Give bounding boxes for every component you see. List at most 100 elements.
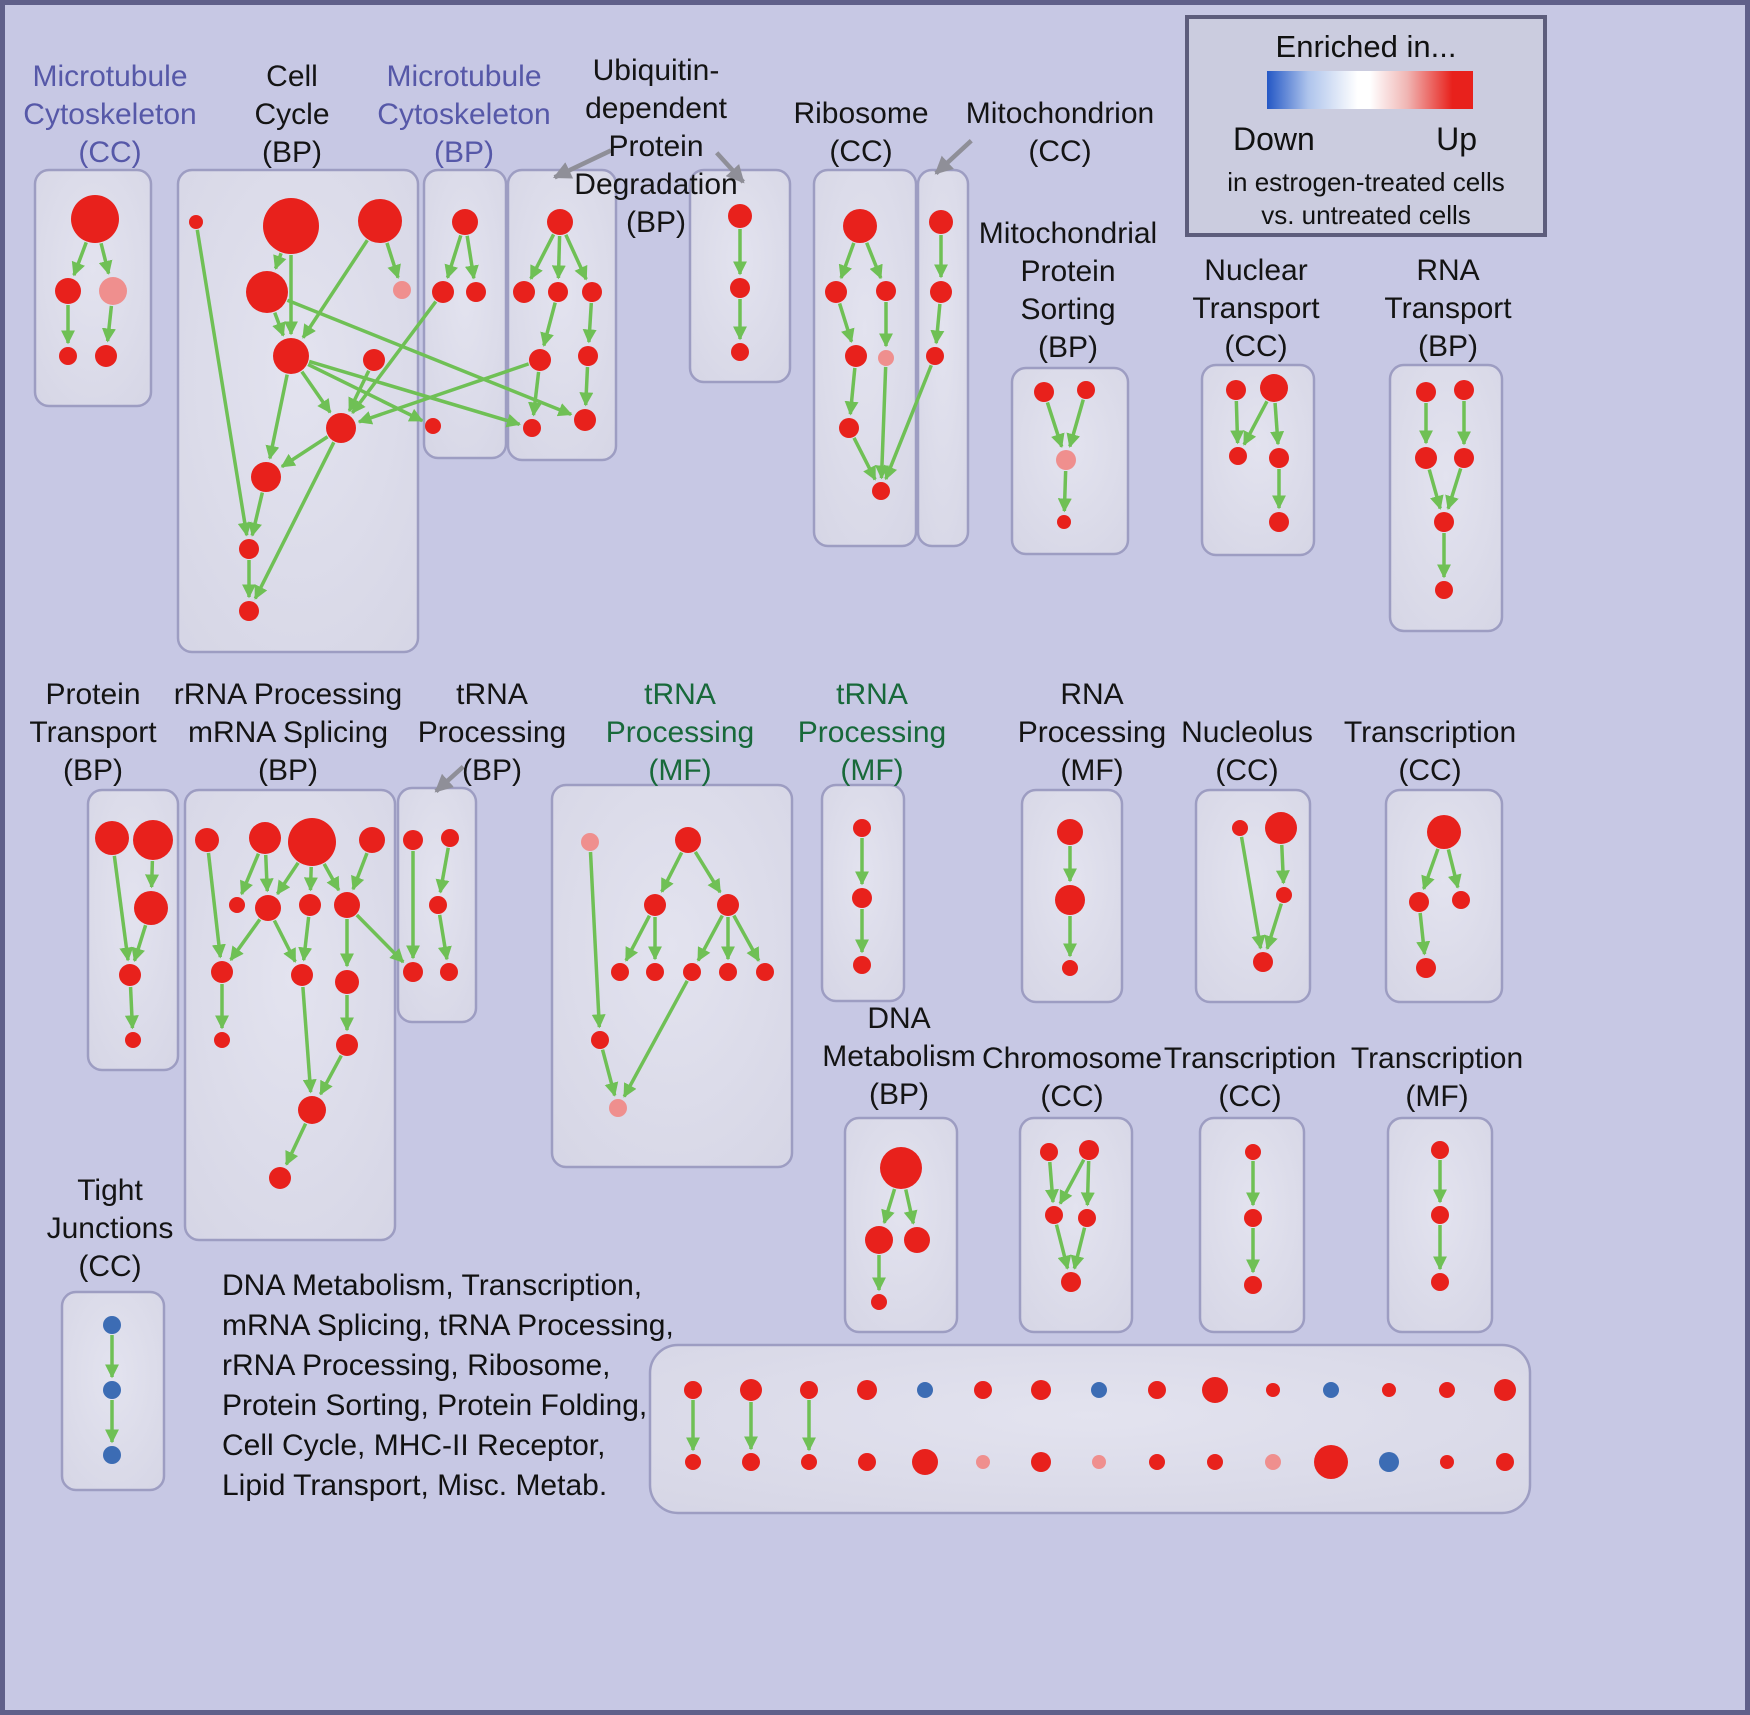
microtubule-cc-node-0 xyxy=(71,195,119,243)
trna-mf-large-node-5 xyxy=(646,963,664,981)
misc-cluster-node-12 xyxy=(1382,1383,1396,1397)
edge-arrow xyxy=(98,242,113,275)
edge-arrow xyxy=(206,852,226,959)
edge-arrow xyxy=(1421,848,1440,891)
ribosome-cc-node-5 xyxy=(839,418,859,438)
dna-metabolism-bp-node-1 xyxy=(865,1226,893,1254)
edge-arrow xyxy=(600,1049,619,1097)
edge-arrow xyxy=(275,861,300,896)
edge-arrow xyxy=(622,979,689,1098)
rrna-mrna-bp-node-4 xyxy=(229,897,245,913)
microtubule-bp-node-3 xyxy=(425,418,441,434)
edge-arrow xyxy=(303,866,318,892)
edge-arrow xyxy=(1058,1158,1086,1205)
rrna-mrna-bp-node-12 xyxy=(336,1034,358,1056)
cell-cycle-bp-node-1 xyxy=(263,198,319,254)
nucleolus-cc-node-3 xyxy=(1253,952,1273,972)
rna-transport-bp-node-0 xyxy=(1416,382,1436,402)
misc-text-line-6: Lipid Transport, Misc. Metab. xyxy=(222,1469,608,1502)
edge-arrow xyxy=(1275,844,1290,885)
edge-arrow xyxy=(881,1188,897,1225)
nucleolus-cc-node-2 xyxy=(1276,887,1292,903)
edge-arrow xyxy=(298,916,313,962)
microtubule-cc-box xyxy=(33,168,153,408)
rna-processing-mf-node-1 xyxy=(1055,885,1085,915)
transcription-cc-mid-box xyxy=(1384,788,1504,1004)
edges-layer xyxy=(61,139,1471,1452)
misc-cluster-node-6 xyxy=(1031,1380,1051,1400)
misc-text-line-2: mRNA Splicing, tRNA Processing, xyxy=(222,1309,674,1342)
microtubule-cc-node-4 xyxy=(95,345,117,367)
microtubule-cc-node-2 xyxy=(99,277,127,305)
nuclear-transport-cc-node-3 xyxy=(1269,448,1289,468)
edge-arrow xyxy=(588,851,606,1029)
rrna-mrna-bp-node-13 xyxy=(298,1096,326,1124)
edge-arrow xyxy=(865,242,883,280)
edge-arrow xyxy=(696,914,724,962)
edge-arrow xyxy=(301,239,369,339)
protein-transport-bp-node-3 xyxy=(119,964,141,986)
edge-arrow xyxy=(732,914,761,962)
transcription-cc-mid-node-3 xyxy=(1416,958,1436,978)
misc-text-line-5: Cell Cycle, MHC-II Receptor, xyxy=(222,1429,606,1462)
mitochondrion-cc-node-2 xyxy=(926,347,944,365)
edge-arrow xyxy=(874,366,889,480)
rrna-mrna-bp-node-2 xyxy=(288,818,336,866)
dna-metabolism-bp-node-2 xyxy=(904,1227,930,1253)
misc-cluster-node-0 xyxy=(684,1381,702,1399)
edge-arrow xyxy=(1230,400,1245,445)
edge-arrow xyxy=(307,362,424,423)
nucleolus-cc-node-0 xyxy=(1232,820,1248,836)
trna-mf-large-node-9 xyxy=(591,1031,609,1049)
edge-arrow xyxy=(582,302,597,344)
cell-cycle-bp-node-4 xyxy=(393,281,411,299)
chromosome-cc-node-4 xyxy=(1061,1272,1081,1292)
rna-processing-mf-node-0 xyxy=(1057,819,1083,845)
misc-cluster-node-24 xyxy=(1207,1454,1223,1470)
nuclear-transport-cc-box xyxy=(1200,363,1316,557)
edge-arrow xyxy=(301,986,317,1094)
rrna-mrna-bp-node-1 xyxy=(249,822,281,854)
trna-bp-node-3 xyxy=(403,962,423,982)
edge-arrow xyxy=(838,242,856,280)
edge-arrow xyxy=(715,151,745,184)
edge-arrow xyxy=(435,847,450,894)
edge-arrow xyxy=(844,367,859,416)
edge-arrow xyxy=(437,914,452,961)
ubiquitin-a-node-0 xyxy=(547,209,573,235)
mito-protein-sorting-bp-node-0 xyxy=(1034,382,1054,402)
misc-cluster-node-10 xyxy=(1266,1383,1280,1397)
edge-arrow xyxy=(528,371,542,417)
edge-arrow xyxy=(444,234,463,280)
rrna-mrna-bp-node-11 xyxy=(214,1032,230,1048)
edge-arrow xyxy=(579,366,594,407)
edge-arrow xyxy=(1264,903,1283,950)
edge-arrow xyxy=(195,229,252,537)
rna-transport-bp-node-1 xyxy=(1454,380,1474,400)
edge-arrow xyxy=(144,860,159,889)
edge-arrow xyxy=(1416,912,1431,956)
edge-arrow xyxy=(1057,470,1072,513)
ubiquitin-a-node-6 xyxy=(523,419,541,437)
misc-cluster-node-25 xyxy=(1265,1454,1281,1470)
cell-cycle-bp-node-8 xyxy=(251,462,281,492)
misc-text-line-1: DNA Metabolism, Transcription, xyxy=(222,1269,643,1302)
rna-transport-bp-node-2 xyxy=(1415,447,1437,469)
edge-arrow xyxy=(280,435,329,469)
chromosome-cc-box xyxy=(1018,1116,1134,1334)
transcription-cc-mid-node-0 xyxy=(1427,815,1461,849)
ribosome-cc-node-1 xyxy=(825,281,847,303)
trna-mf-large-node-3 xyxy=(717,894,739,916)
ubiquitin-a-node-5 xyxy=(578,346,598,366)
edge-arrow xyxy=(529,233,556,280)
edge-arrow xyxy=(1044,1161,1059,1204)
nuclear-transport-cc-node-1 xyxy=(1260,374,1288,402)
edge-arrow xyxy=(552,148,613,180)
misc-cluster-node-20 xyxy=(976,1455,990,1469)
cell-cycle-bp-node-5 xyxy=(273,338,309,374)
misc-cluster-node-21 xyxy=(1031,1452,1051,1472)
transcription-cc-bottom-node-1 xyxy=(1244,1209,1262,1227)
dna-metabolism-bp-node-3 xyxy=(871,1294,887,1310)
